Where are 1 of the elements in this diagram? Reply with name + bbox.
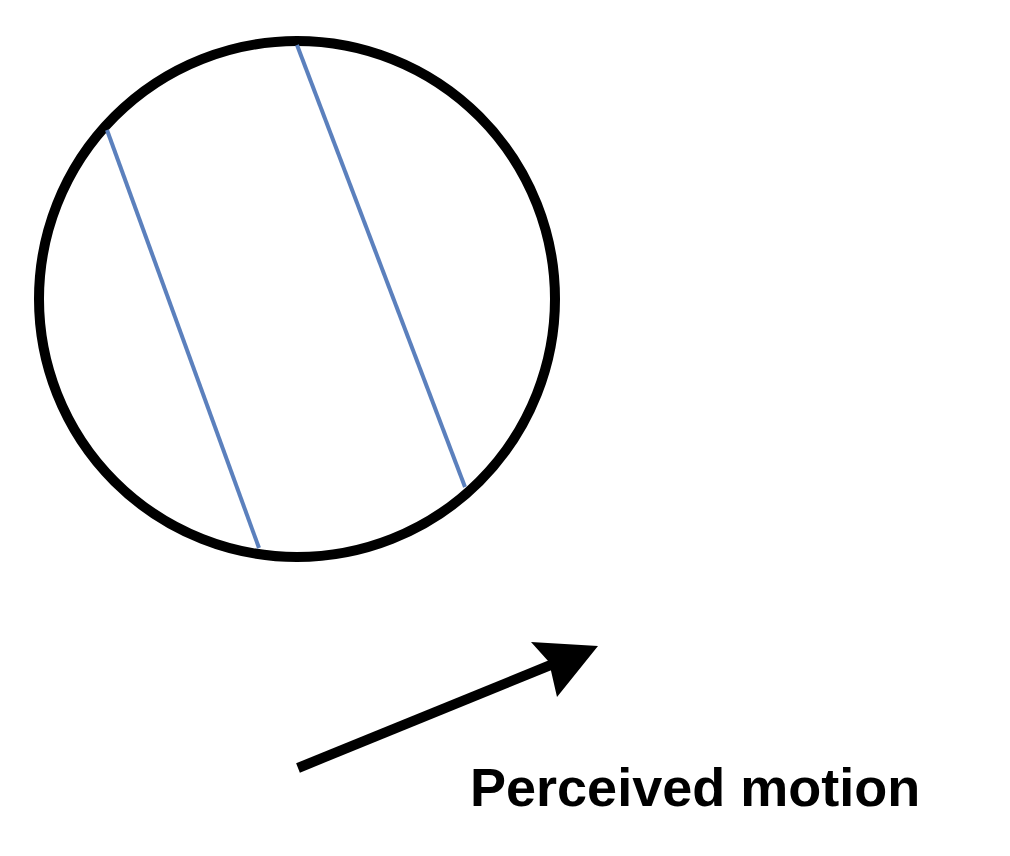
- caption-text: Perceived motion: [470, 760, 921, 814]
